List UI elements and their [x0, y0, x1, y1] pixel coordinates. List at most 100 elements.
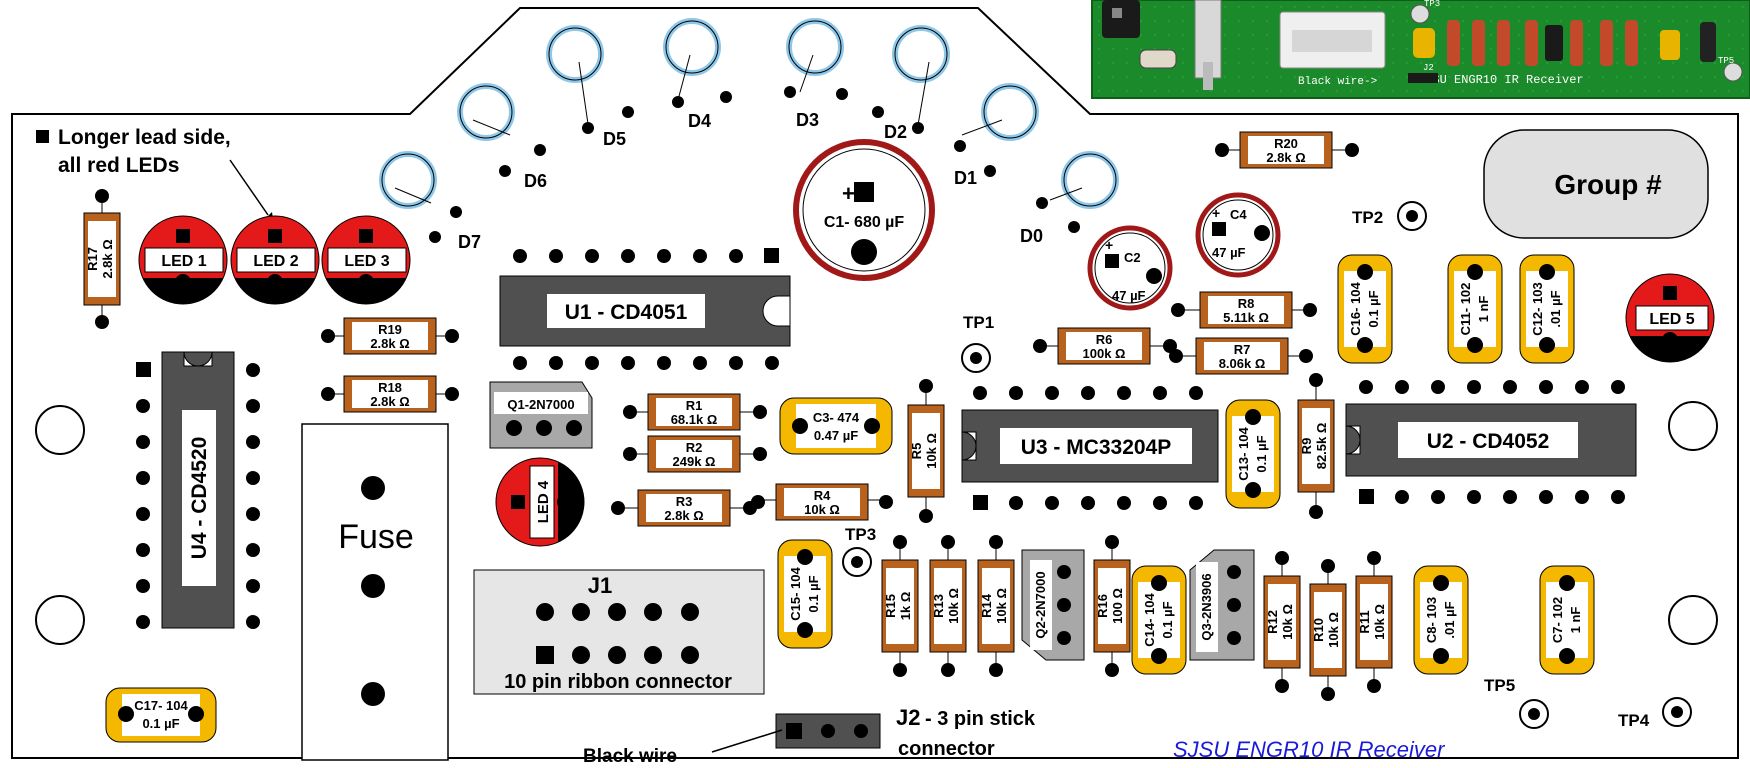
r16-value: 100 Ω: [1110, 588, 1125, 624]
r4-name: R4: [814, 488, 831, 503]
svg-text:+: +: [842, 181, 855, 206]
r20-value: 2.8k Ω: [1266, 150, 1305, 165]
c13-value: 0.1 µF: [1254, 435, 1269, 472]
resistor-r13: [929, 535, 967, 677]
c2-name: C2: [1124, 250, 1141, 265]
capacitor-c13: [1225, 399, 1281, 509]
c12-value: .01 µF: [1548, 290, 1563, 327]
r3-value: 2.8k Ω: [664, 508, 703, 523]
u2-label: U2 - CD4052: [1427, 430, 1550, 453]
c8-value: .01 µF: [1442, 601, 1457, 638]
resistor-r3: [611, 489, 757, 527]
r4-value: 10k Ω: [804, 502, 840, 517]
r8-value: 5.11k Ω: [1223, 310, 1269, 325]
capacitor-c17: [105, 687, 217, 743]
c15-value: 0.1 µF: [806, 575, 821, 612]
resistor-r1: [623, 393, 767, 431]
photo-j2-text: J2: [1423, 63, 1434, 73]
mounting-holes: [35, 401, 1718, 645]
pcb-photo-inset: Black wire-> SJSU ENGR10 IR Receiver TP3…: [1091, 0, 1750, 99]
resistor-r15: [881, 535, 919, 677]
r17-value: 2.8k Ω: [100, 239, 115, 278]
chip-u2: [1345, 380, 1637, 504]
resistor-r4: [751, 483, 893, 521]
resistor-r14: [977, 535, 1015, 677]
capacitor-c16: [1337, 254, 1393, 364]
capacitor-c8: [1413, 565, 1469, 675]
c16-value: 0.1 µF: [1366, 290, 1381, 327]
photodiode-d7: [379, 151, 462, 243]
r8-name: R8: [1238, 296, 1255, 311]
capacitor-c14: [1131, 565, 1187, 675]
tp1-label: TP1: [963, 313, 994, 332]
c4-name: C4: [1230, 207, 1247, 222]
r15-value: 1k Ω: [898, 592, 913, 621]
r11-name: R11: [1357, 610, 1372, 633]
black-wire-label: Black wire: [583, 746, 677, 767]
r13-value: 10k Ω: [946, 588, 961, 624]
c8-name: C8- 103: [1424, 597, 1439, 643]
u3-label: U3 - MC33204P: [1021, 436, 1172, 459]
led-5-label: LED 5: [1649, 311, 1694, 328]
resistor-r5: [907, 379, 945, 523]
resistor-r11: [1355, 551, 1393, 693]
note-line-2: all red LEDs: [58, 154, 179, 177]
note-arrow: [229, 159, 269, 216]
c7-name: C7- 102: [1550, 597, 1565, 643]
q2-label: Q2-2N7000: [1033, 571, 1048, 638]
capacitor-c2: +: [1087, 225, 1173, 311]
led-2-label: LED 2: [253, 253, 298, 270]
c3-value: 0.47 µF: [814, 428, 858, 443]
photo-silk-title: SJSU ENGR10 IR Receiver: [1418, 73, 1584, 87]
test-point-tp5: [1519, 699, 1549, 729]
capacitor-c12: [1519, 254, 1575, 364]
photo-tp5-text: TP5: [1718, 56, 1734, 66]
r18-name: R18: [378, 380, 402, 395]
chip-u4: [136, 351, 260, 629]
chip-u1: [499, 248, 791, 370]
capacitor-c1: +: [793, 139, 935, 281]
tp3-label: TP3: [845, 525, 876, 544]
r5-value: 10k Ω: [924, 433, 939, 469]
resistor-r2: [623, 435, 767, 473]
c7-value: 1 nF: [1568, 607, 1583, 634]
d5-label: D5: [603, 129, 626, 149]
photodiode-d4: [663, 18, 732, 108]
led-4-label: LED 4: [535, 480, 552, 523]
photo-black-wire-text: Black wire->: [1298, 76, 1377, 88]
capacitor-c7: [1539, 565, 1595, 675]
d3-label: D3: [796, 110, 819, 130]
d0-label: D0: [1020, 226, 1043, 246]
transistor-q2: [1021, 549, 1085, 661]
j1-description: 10 pin ribbon connector: [504, 671, 732, 693]
capacitor-c15: [777, 539, 833, 649]
fuse-label: Fuse: [338, 518, 414, 556]
r5-name: R5: [909, 443, 924, 460]
r7-name: R7: [1234, 342, 1251, 357]
r16-name: R16: [1095, 594, 1110, 618]
r1-name: R1: [686, 398, 703, 413]
capacitor-c11: [1447, 254, 1503, 364]
d6-label: D6: [524, 171, 547, 191]
r10-value: 10k Ω: [1326, 612, 1341, 648]
resistor-r12: [1263, 551, 1301, 693]
r14-value: 10k Ω: [994, 588, 1009, 624]
j2-description-2: connector: [898, 738, 995, 760]
r2-value: 249k Ω: [673, 454, 716, 469]
photodiode-d3: [784, 18, 848, 100]
r6-name: R6: [1096, 332, 1113, 347]
r9-value: 82.5k Ω: [1314, 423, 1329, 470]
c2-value: 47 µF: [1112, 288, 1146, 303]
connector-j2: [775, 713, 881, 749]
chip-u3: [961, 386, 1219, 510]
led-1-label: LED 1: [161, 253, 206, 270]
capacitor-c4: +: [1195, 192, 1281, 278]
r12-value: 10k Ω: [1280, 604, 1295, 640]
transistor-q3: [1189, 549, 1255, 661]
r2-name: R2: [686, 440, 703, 455]
j1-label: J1: [588, 573, 612, 598]
photodiode-d2: [872, 25, 950, 134]
connector-j1: [473, 569, 765, 695]
r18-value: 2.8k Ω: [370, 394, 409, 409]
